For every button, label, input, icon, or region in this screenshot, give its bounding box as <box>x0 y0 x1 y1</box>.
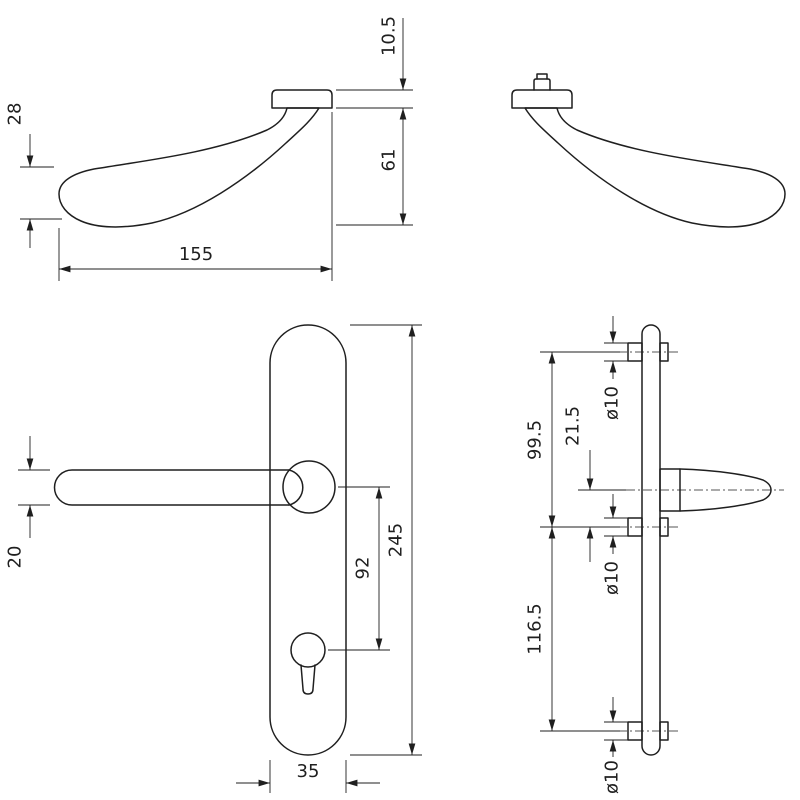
dim-label-21-5: 21.5 <box>563 406 584 446</box>
dim-handle-to-cylinder: 92 <box>328 486 390 651</box>
dim-handle-length: 155 <box>58 112 333 281</box>
dim-plate-width: 35 <box>236 760 380 793</box>
dim-fixing-dia-top: ø10 <box>602 316 630 420</box>
dim-label-10-5: 10.5 <box>379 16 400 56</box>
grip-end-cap-arc <box>288 469 304 506</box>
handle-rose-boss <box>282 460 336 514</box>
lever-handle-side-view-mirrored <box>511 73 786 228</box>
dim-label-245: 245 <box>386 523 407 557</box>
dim-middle-to-bottom-fixing: 116.5 <box>525 527 620 732</box>
handle-lever-outline <box>524 107 786 228</box>
backplate-front-view <box>53 324 347 756</box>
spindle-tip <box>536 73 548 80</box>
dim-label-35: 35 <box>297 761 320 782</box>
dim-label-99-5: 99.5 <box>525 420 546 460</box>
euro-cylinder-hole <box>290 632 326 668</box>
dim-neck-cap-height: 10.5 <box>336 16 413 109</box>
dim-axis-to-middle-fixing: 21.5 <box>563 406 626 562</box>
backplate-side-view <box>618 324 784 756</box>
dim-top-fixing-to-middle: 99.5 <box>525 351 620 528</box>
handle-grip-bar <box>53 469 290 506</box>
dim-grip-thickness: 20 <box>5 436 50 569</box>
dim-label-20: 20 <box>5 546 26 569</box>
dim-label-61: 61 <box>379 149 400 172</box>
dim-label-dia10-top: ø10 <box>602 386 623 420</box>
backplate-side-profile <box>641 324 661 756</box>
dim-plate-height: 245 <box>350 324 422 756</box>
dim-fixing-dia-bottom: ø10 <box>602 697 630 794</box>
dim-label-dia10-bottom: ø10 <box>602 760 623 794</box>
spindle-stub <box>533 78 551 91</box>
dim-label-dia10-middle: ø10 <box>602 561 623 595</box>
dim-label-92: 92 <box>353 557 374 580</box>
handle-neck-flange <box>271 89 333 109</box>
dim-fixing-dia-middle: ø10 <box>602 494 630 595</box>
dim-handle-drop: 61 <box>336 108 413 226</box>
handle-neck-flange <box>511 89 573 109</box>
backplate-outline <box>269 324 347 756</box>
euro-cylinder-stem <box>300 664 316 695</box>
dim-label-155: 155 <box>179 244 213 265</box>
lever-handle-side-view <box>58 89 333 228</box>
dim-label-116-5: 116.5 <box>525 603 546 655</box>
handle-lever-outline <box>58 107 320 228</box>
dim-grip-end-height: 28 <box>5 103 62 248</box>
dim-label-28: 28 <box>5 103 26 126</box>
